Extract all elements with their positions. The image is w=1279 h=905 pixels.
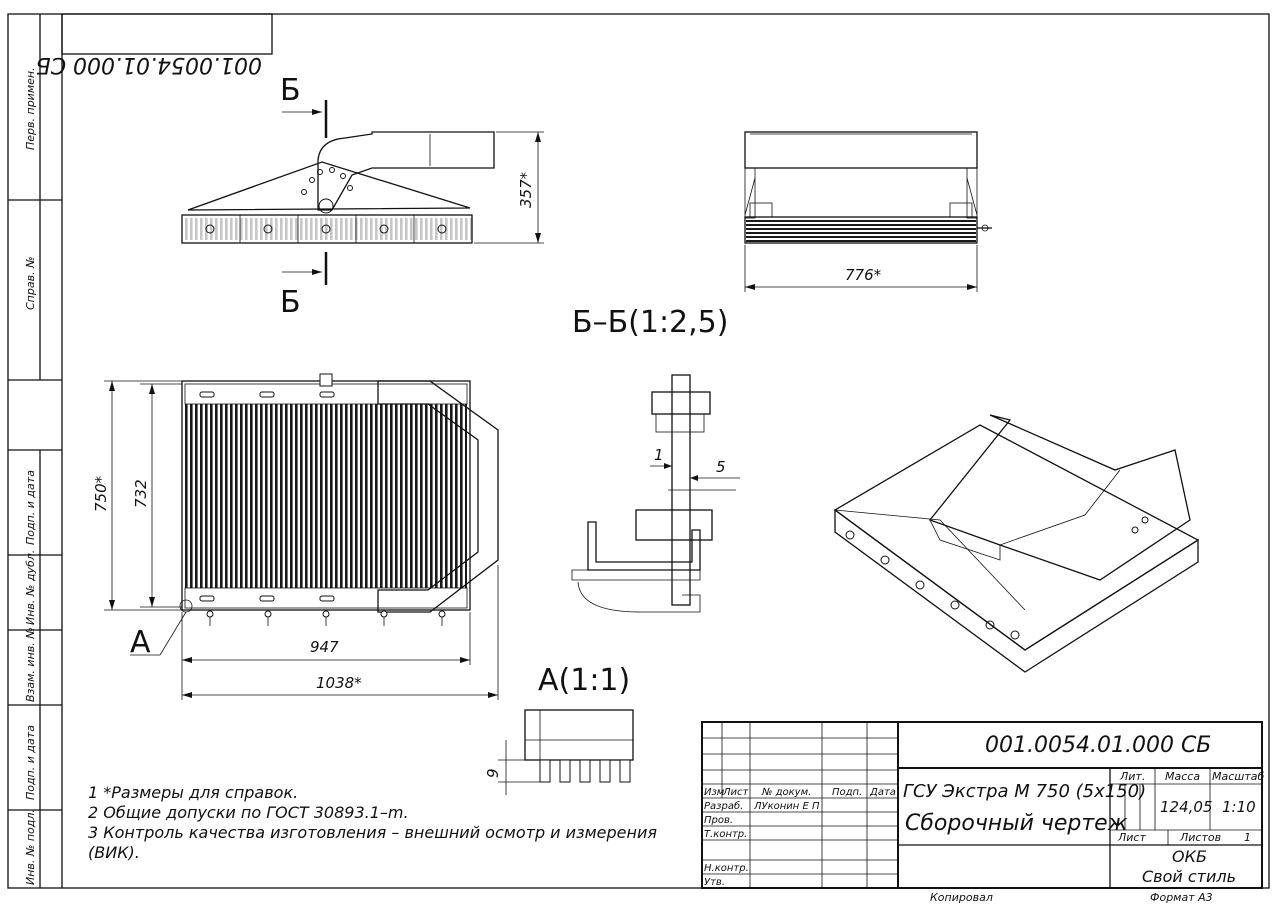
format-label: Формат А3 <box>1150 891 1213 904</box>
cell-scale-value: 1:10 <box>1222 798 1256 816</box>
title-line-1: ГСУ Экстра М 750 (5х150) <box>903 781 1146 802</box>
drawing-number: 001.0054.01.000 СБ <box>985 733 1211 758</box>
row-razrab-name: ЛУконин Е П <box>753 801 820 812</box>
cell-sheets-value: 1 <box>1244 831 1251 844</box>
cell-sheet-label: Лист <box>1117 831 1146 844</box>
side-view: 776* <box>744 131 992 292</box>
mirrored-number: 001.0054.01.000 СБ <box>36 52 262 77</box>
dim-750: 750* <box>92 475 110 512</box>
side-label-perv: Перв. примен. <box>24 67 37 150</box>
cell-sheets-label: Листов <box>1179 831 1221 844</box>
cell-scale-label: Масштаб <box>1212 770 1264 783</box>
org-line-1: ОКБ <box>1172 847 1207 866</box>
hdr-date: Дата <box>869 787 896 798</box>
mirrored-number-box: 001.0054.01.000 СБ <box>36 13 273 77</box>
sec-dim-1: 1 <box>654 446 664 464</box>
detail-label: А(1:1) <box>538 663 630 698</box>
dim-1038: 1038* <box>316 674 362 692</box>
copied-label: Копировал <box>930 891 993 904</box>
side-label-sprav: Справ. № <box>24 256 37 310</box>
detail-view: А(1:1) 9 <box>484 663 634 795</box>
cell-mass-value: 124,05 <box>1160 798 1213 816</box>
hdr-list: Лист <box>722 787 750 798</box>
note-3: 3 Контроль качества изготовления – внешн… <box>88 823 657 842</box>
dim-776: 776* <box>845 266 882 284</box>
hdr-doc: № докум. <box>761 787 811 798</box>
note-4: (ВИК). <box>88 843 140 862</box>
section-view: Б–Б(1:2,5) 1 5 <box>571 305 740 613</box>
row-utv: Утв. <box>704 877 725 888</box>
cell-lit-label: Лит. <box>1119 770 1145 783</box>
side-label-podp2: Подп. и дата <box>24 725 37 800</box>
front-view: Б Б 357* <box>181 73 544 320</box>
dim-357: 357* <box>517 171 535 208</box>
side-label-podp1: Подп. и дата <box>24 470 37 545</box>
side-label-inv-dubl: Инв. № дубл. <box>24 550 37 625</box>
cell-mass-label: Масса <box>1165 770 1200 783</box>
title-line-2: Сборочный чертеж <box>905 811 1128 836</box>
hdr-sign: Подп. <box>832 787 862 798</box>
row-prov: Пров. <box>704 815 733 826</box>
hdr-izm: Изм <box>704 787 725 798</box>
side-label-inv-podl: Инв. № подл. <box>24 809 37 885</box>
outer-frame <box>7 13 1270 889</box>
dim-947: 947 <box>310 638 339 656</box>
dim-732: 732 <box>132 479 150 508</box>
sec-dim-5: 5 <box>716 458 726 476</box>
side-label-vzam: Взам. инв. № <box>24 627 37 702</box>
cut-label-bottom: Б <box>280 285 301 320</box>
row-tkontr: Т.контр. <box>704 829 747 840</box>
cut-label-top: Б <box>280 73 301 108</box>
row-razrab: Разраб. <box>704 800 743 812</box>
org-line-2: Свой стиль <box>1142 867 1236 886</box>
note-1: 1 *Размеры для справок. <box>88 783 298 802</box>
section-label: Б–Б(1:2,5) <box>572 305 728 340</box>
detail-marker: А <box>130 625 151 660</box>
row-nkontr: Н.контр. <box>704 863 749 874</box>
det-dim-9: 9 <box>484 768 502 778</box>
note-2: 2 Общие допуски по ГОСТ 30893.1–m. <box>88 803 409 822</box>
side-strip: Перв. примен. Справ. № Подп. и дата Инв.… <box>8 14 62 888</box>
isometric-view <box>833 414 1200 673</box>
title-block: Изм Лист № докум. Подп. Дата Разраб. ЛУк… <box>701 721 1264 889</box>
plan-view: 750* 732 947 1038* А <box>92 373 499 700</box>
notes: 1 *Размеры для справок. 2 Общие допуски … <box>88 783 657 862</box>
